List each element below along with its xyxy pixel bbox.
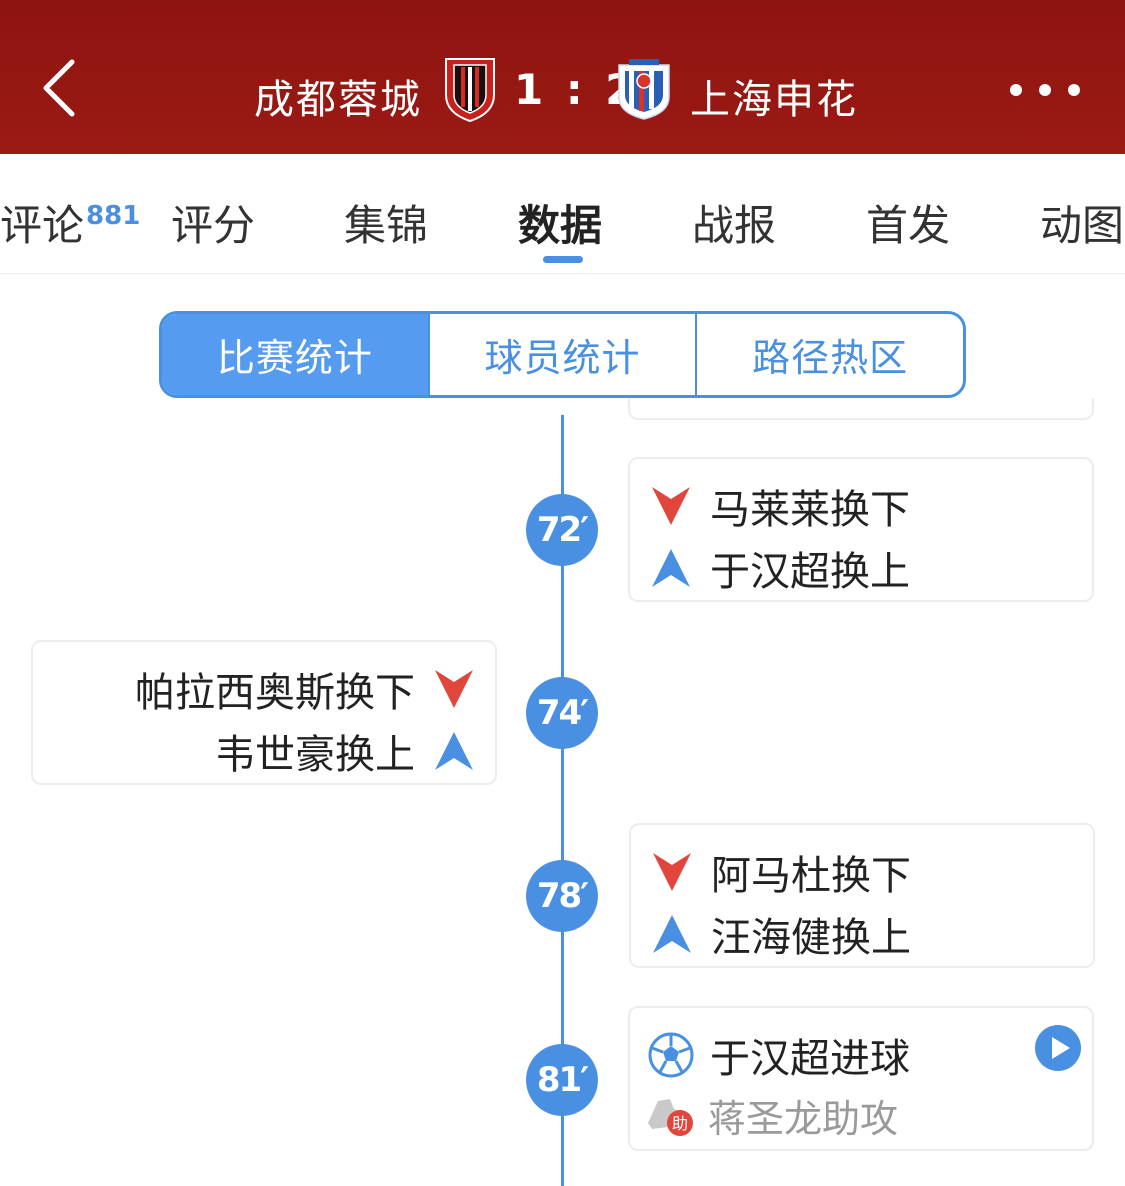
event-line: 助 蒋圣龙助攻	[644, 1088, 898, 1143]
event-text: 韦世豪换上	[215, 732, 415, 778]
dot	[1010, 84, 1022, 96]
segment-match-stats[interactable]: 比赛统计	[162, 314, 428, 395]
dot	[1068, 84, 1080, 96]
event-line: 马莱莱换下	[650, 477, 910, 535]
event-text: 于汉超换上	[710, 549, 910, 595]
stats-segmented-control: 比赛统计 球员统计 路径热区	[159, 311, 966, 398]
play-video-icon[interactable]	[1034, 1024, 1082, 1072]
event-line: 于汉超换上	[650, 539, 910, 597]
football-icon	[648, 1032, 694, 1078]
event-card-goal[interactable]: 于汉超进球 助 蒋圣龙助攻	[628, 1006, 1094, 1151]
tab-label: 战报	[692, 201, 777, 250]
away-team-crest-icon[interactable]	[615, 57, 673, 121]
tab-label: 首发	[866, 201, 951, 250]
tab-ratings[interactable]: 评分	[171, 192, 255, 253]
tab-report[interactable]: 战报	[692, 192, 776, 253]
assist-boot-icon: 助	[648, 1098, 693, 1136]
tab-lineup[interactable]: 首发	[866, 192, 950, 253]
event-text: 阿马杜换下	[711, 853, 911, 899]
tab-data[interactable]: 数据	[518, 192, 602, 253]
sub-off-arrow-icon	[435, 670, 473, 708]
match-header: 成都蓉城 1 : 2 上海申花	[0, 0, 1125, 154]
event-minute-badge: 74′	[526, 677, 598, 749]
tab-gifs[interactable]: 动图	[1040, 192, 1124, 253]
event-text: 于汉超进球	[710, 1036, 910, 1082]
dot	[1039, 84, 1051, 96]
event-card-substitution[interactable]: 帕拉西奥斯换下 韦世豪换上	[31, 640, 497, 785]
back-chevron-icon[interactable]	[30, 50, 100, 130]
home-team-name[interactable]: 成都蓉城	[254, 77, 422, 123]
timeline-line	[561, 415, 564, 1186]
event-text: 蒋圣龙助攻	[708, 1097, 899, 1141]
tab-comments[interactable]: 评论881	[0, 192, 140, 253]
event-card-substitution[interactable]: 马莱莱换下 于汉超换上	[628, 457, 1094, 602]
event-minute-badge: 72′	[526, 494, 598, 566]
sub-on-arrow-icon	[653, 915, 691, 953]
event-line: 帕拉西奥斯换下	[135, 660, 475, 718]
event-line: 阿马杜换下	[651, 843, 911, 901]
event-text: 汪海健换上	[711, 915, 911, 961]
sub-on-arrow-icon	[435, 732, 473, 770]
comment-count-badge: 881	[86, 201, 141, 231]
tab-label: 数据	[518, 201, 603, 250]
sub-off-arrow-icon	[652, 487, 690, 525]
tab-label: 集锦	[344, 201, 429, 250]
event-minute-badge: 78′	[526, 860, 598, 932]
event-text: 马莱莱换下	[710, 487, 910, 533]
tab-label: 动图	[1040, 201, 1125, 250]
segment-player-stats[interactable]: 球员统计	[427, 314, 696, 395]
event-card-substitution[interactable]: 阿马杜换下 汪海健换上	[629, 823, 1095, 968]
active-tab-indicator	[543, 256, 583, 263]
event-card-partial	[628, 398, 1094, 420]
event-line: 于汉超进球	[648, 1026, 910, 1084]
more-options-icon[interactable]	[1010, 75, 1080, 105]
tab-label: 评论	[0, 201, 85, 250]
match-score: 1 : 2	[514, 65, 639, 114]
tab-bar: 评论881 评分 集锦 数据 战报 首发 动图	[0, 154, 1125, 274]
segment-heatmap[interactable]: 路径热区	[695, 314, 963, 395]
home-team-crest-icon[interactable]	[442, 55, 498, 123]
away-team-name[interactable]: 上海申花	[690, 77, 858, 123]
sub-on-arrow-icon	[652, 549, 690, 587]
tab-highlights[interactable]: 集锦	[344, 192, 428, 253]
sub-off-arrow-icon	[653, 853, 691, 891]
event-line: 韦世豪换上	[215, 722, 475, 780]
tab-label: 评分	[171, 201, 256, 250]
event-minute-badge: 81′	[526, 1044, 598, 1116]
event-line: 汪海健换上	[651, 905, 911, 963]
assist-badge-text: 助	[672, 1114, 688, 1133]
match-scoreline: 成都蓉城 1 : 2 上海申花	[0, 55, 1125, 125]
event-text: 帕拉西奥斯换下	[135, 670, 415, 716]
